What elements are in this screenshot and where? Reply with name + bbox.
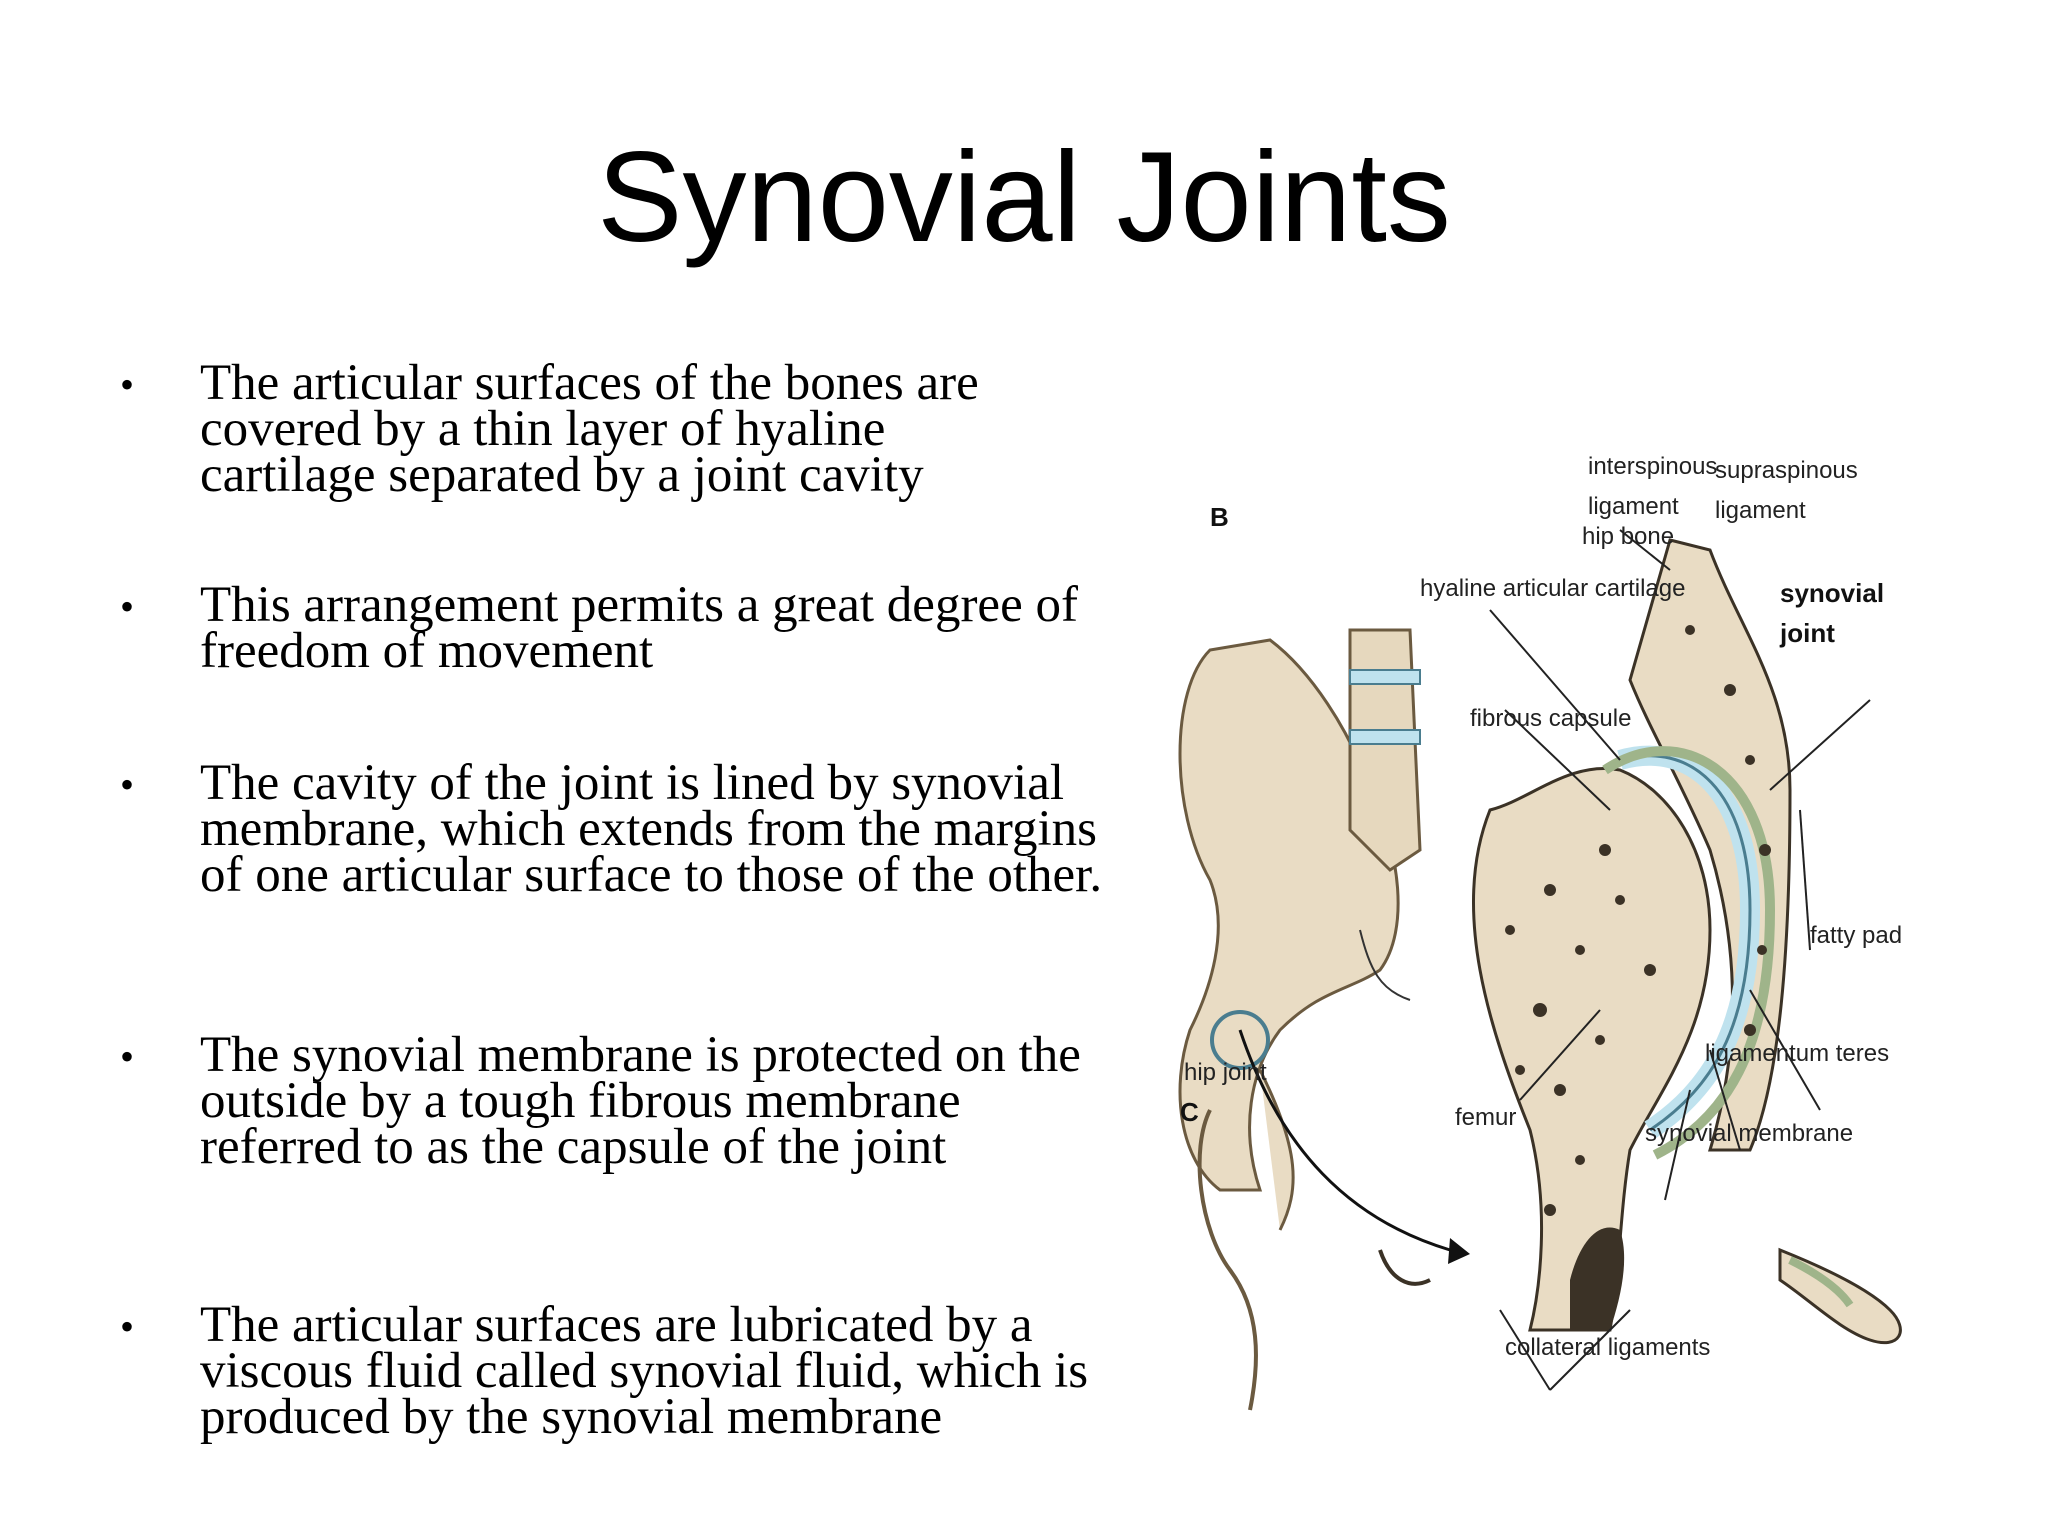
bullet-dot-icon: • (120, 1034, 135, 1079)
bullet-text: The articular surfaces of the bones are … (200, 355, 979, 503)
panel-label-b: B (1210, 502, 1229, 532)
label-fatty-pad: fatty pad (1810, 922, 1902, 949)
bullet-dot-icon: • (120, 584, 135, 629)
bullet-item: • The articular surfaces are lubricated … (120, 1300, 1130, 1443)
arrow-head-icon (1448, 1238, 1470, 1264)
panel-label-c: C (1180, 1097, 1199, 1127)
bullet-item: • The synovial membrane is protected on … (120, 1030, 1130, 1173)
bullet-text: This arrangement permits a great degree … (200, 577, 1078, 679)
bullet-text: The cavity of the joint is lined by syno… (200, 755, 1103, 903)
bullet-dot-icon: • (120, 362, 135, 407)
label-hyaline-cartilage: hyaline articular cartilage (1420, 575, 1685, 602)
label-collateral-ligaments: collateral ligaments (1505, 1334, 1710, 1361)
pointer-arrow (1238, 1029, 1451, 1252)
hip-joint-illustration: B C interspinous ligament supraspinous l… (1178, 453, 1902, 1411)
bullet-text: The synovial membrane is protected on th… (200, 1027, 1081, 1175)
leader-lines (1489, 529, 1871, 1391)
bullet-item: • The cavity of the joint is lined by sy… (120, 758, 1130, 901)
pelvis-drawing (1178, 628, 1422, 1411)
label-ligamentum-teres: ligamentum teres (1705, 1040, 1889, 1067)
label-joint: joint (1779, 618, 1835, 648)
label-fibrous-capsule: fibrous capsule (1470, 705, 1631, 732)
label-ligament-1: ligament (1588, 493, 1679, 520)
label-hip-bone: hip bone (1582, 523, 1674, 550)
hip-joint-figure: B C interspinous ligament supraspinous l… (1150, 430, 2030, 1536)
label-supraspinous: supraspinous (1715, 457, 1858, 484)
label-interspinous: interspinous (1588, 453, 1717, 480)
label-synovial-membrane: synovial membrane (1645, 1120, 1853, 1147)
bullet-dot-icon: • (120, 762, 135, 807)
slide-title: Synovial Joints (597, 126, 1451, 269)
bullet-dot-icon: • (120, 1304, 135, 1349)
hip-closeup (1378, 538, 1902, 1345)
label-ligament-2: ligament (1715, 497, 1806, 524)
label-femur: femur (1455, 1104, 1516, 1131)
bullet-text: The articular surfaces are lubricated by… (200, 1297, 1089, 1445)
label-hip-joint: hip joint (1184, 1059, 1267, 1086)
bullet-item: • This arrangement permits a great degre… (120, 580, 1130, 677)
label-synovial: synovial (1780, 578, 1884, 608)
bullet-list: • The articular surfaces of the bones ar… (120, 358, 1102, 1443)
bullet-item: • The articular surfaces of the bones ar… (120, 358, 1050, 501)
